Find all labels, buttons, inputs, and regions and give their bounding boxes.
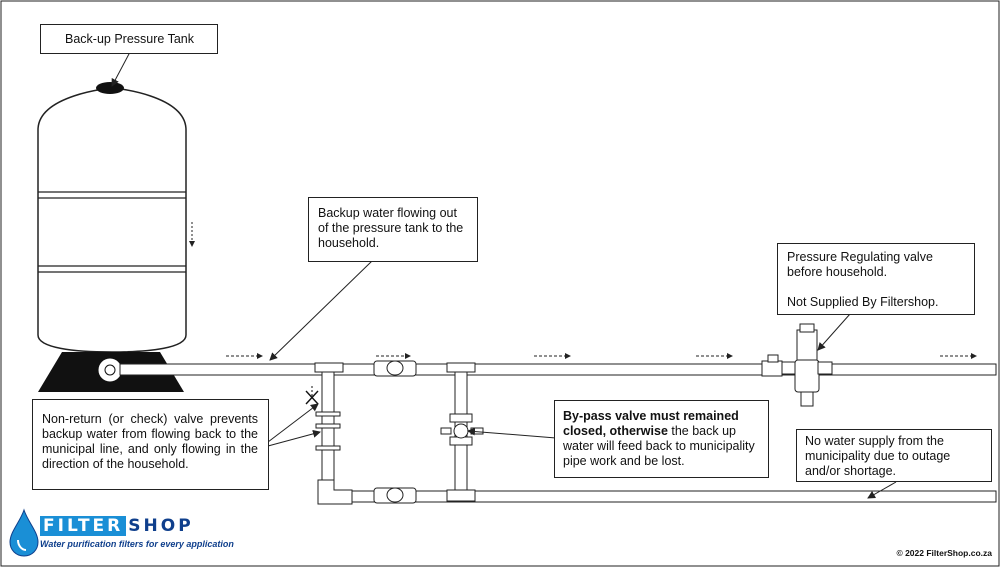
- tank-label: Back-up Pressure Tank: [65, 32, 194, 46]
- check-valve-label: Non-return (or check) valve prevents bac…: [42, 412, 258, 471]
- bypass-warning: By-pass valve must remained closed, othe…: [563, 409, 739, 438]
- copyright-text: © 2022 FilterShop.co.za: [896, 548, 992, 558]
- check-valve-branch: [305, 362, 353, 505]
- bypass-box: By-pass valve must remained closed, othe…: [554, 400, 769, 478]
- logo-tagline: Water purification filters for every app…: [40, 539, 234, 549]
- backup-flow-label: Backup water flowing out of the pressure…: [318, 206, 464, 250]
- regulator-note: Not Supplied By Filtershop.: [787, 295, 939, 309]
- supply-pipe-top: [119, 363, 997, 376]
- check-valve-icon: [305, 386, 319, 405]
- municipal-pipe-bottom: [329, 490, 997, 503]
- regulator-label: Pressure Regulating valve before househo…: [787, 250, 933, 279]
- pressure-tank: [37, 82, 187, 392]
- water-drop-icon: [9, 508, 39, 557]
- regulator-box: Pressure Regulating valve before househo…: [777, 243, 975, 315]
- logo-shop-text: SHOP: [128, 516, 194, 536]
- bypass-valve-icon: [440, 413, 484, 446]
- leader-lines: [111, 51, 897, 499]
- bypass-branch: [440, 362, 484, 502]
- bypass-label: By-pass valve must remained closed, othe…: [563, 409, 760, 469]
- check-valve-box: Non-return (or check) valve prevents bac…: [32, 399, 269, 490]
- backup-flow-box: Backup water flowing out of the pressure…: [308, 197, 478, 262]
- tank-cap-icon: [96, 82, 124, 94]
- union-fittings: [373, 360, 417, 504]
- tank-label-box: Back-up Pressure Tank: [40, 24, 218, 54]
- no-supply-label: No water supply from the municipality du…: [805, 434, 951, 478]
- no-supply-box: No water supply from the municipality du…: [796, 429, 992, 482]
- pressure-regulator-icon: [761, 323, 833, 407]
- bypass-detail: the back up water will feed back to muni…: [563, 424, 755, 468]
- logo-filter-text: FILTER: [40, 516, 127, 536]
